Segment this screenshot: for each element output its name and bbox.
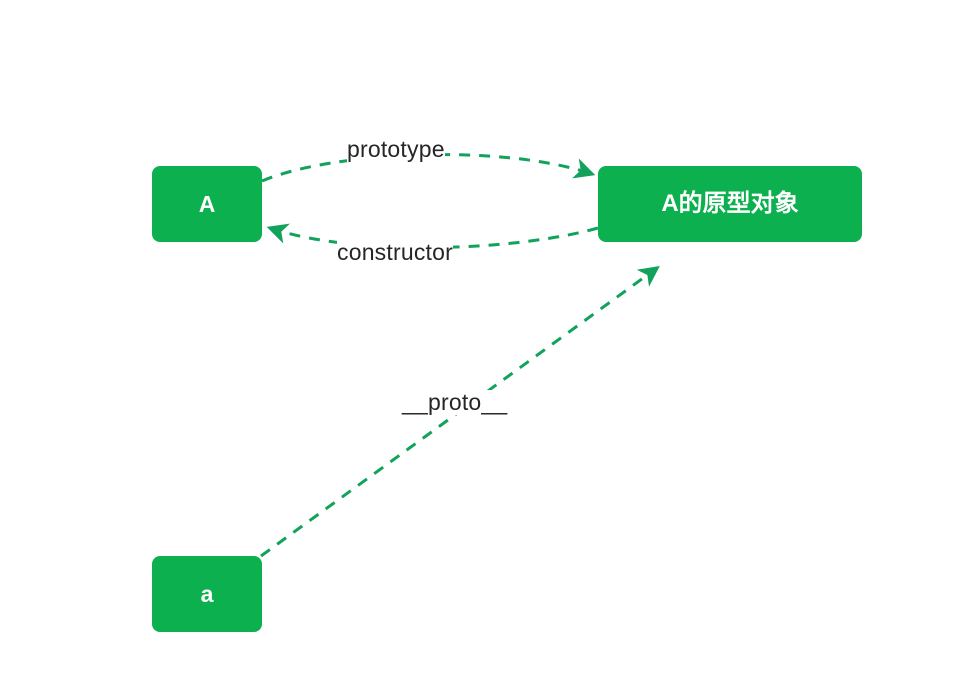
edge-label-constructor: constructor: [337, 239, 453, 266]
edge-label-prototype: prototype: [347, 136, 445, 163]
node-prototype-object[interactable]: A的原型对象: [598, 166, 862, 242]
node-constructor-function-a[interactable]: A: [152, 166, 262, 242]
edge-label-proto: __proto__: [402, 389, 508, 416]
node-label-a: A: [198, 190, 216, 217]
node-instance-a[interactable]: a: [152, 556, 262, 632]
node-label-prototype-object: A的原型对象: [661, 190, 799, 217]
node-label-instance-a: a: [200, 580, 214, 607]
